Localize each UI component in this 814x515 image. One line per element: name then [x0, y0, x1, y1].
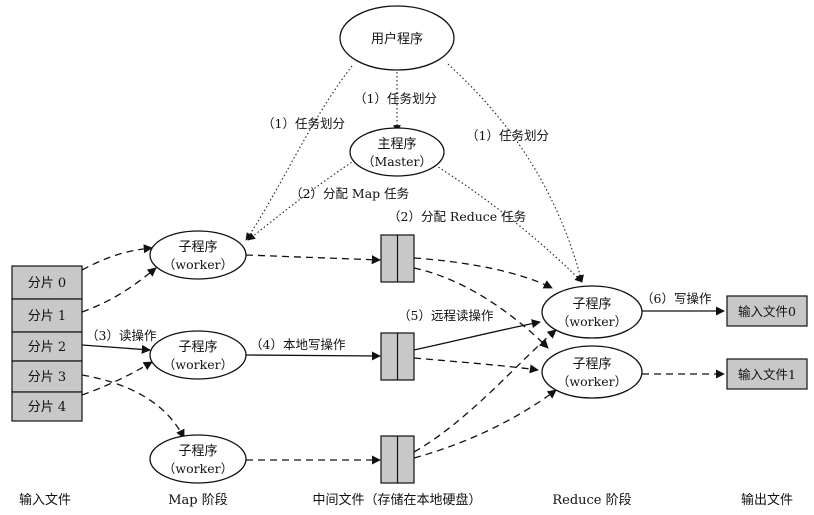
edge-file2-reduce1: [413, 319, 541, 351]
map-worker-2: 子程序 （worker）: [149, 330, 247, 380]
intermediate-file-1: [380, 234, 415, 283]
edge-split3-worker3: [81, 374, 185, 439]
edge-file3-reduce1: [413, 329, 557, 453]
stage-intermediate: 中间文件（存储在本地硬盘）: [312, 492, 481, 508]
master-label-2: （Master）: [362, 154, 432, 169]
worker-label-1: 子程序: [572, 357, 611, 372]
edge-file1-reduce1: [413, 257, 553, 289]
worker-label-1: 子程序: [178, 444, 217, 459]
dotted-edges: [245, 63, 584, 283]
edge-split0-worker1: [81, 244, 153, 271]
output-files: 输入文件0 输入文件1: [726, 295, 808, 390]
reduce-worker-2: 子程序 （worker）: [541, 345, 643, 399]
edge-master-to-map-worker: [247, 159, 356, 241]
worker-label-1: 子程序: [178, 340, 217, 355]
label-write: （6）写操作: [641, 291, 712, 306]
edge-file1-reduce2: [413, 267, 549, 349]
label-read: （3）读操作: [86, 328, 157, 343]
label-assign-left: （1）任务划分: [262, 116, 345, 131]
output-0-label: 输入文件0: [738, 304, 796, 319]
edge-split3-worker2: [81, 361, 153, 396]
edge-worker2-file2: [245, 351, 381, 361]
map-worker-3: 子程序 （worker）: [149, 434, 247, 484]
master-node: 主程序 （Master）: [349, 127, 445, 177]
worker-label-1: 子程序: [178, 240, 217, 255]
edge-split2-worker2: [81, 344, 151, 354]
user-program-node: 用户程序: [339, 5, 455, 71]
dashed-edges: [81, 244, 725, 465]
label-assign-reduce: （2）分配 Reduce 任务: [388, 209, 526, 224]
intermediate-file-3: [380, 435, 415, 484]
label-assign-map: （2）分配 Map 任务: [290, 186, 409, 201]
split-0-label: 分片 0: [28, 276, 66, 291]
edge-split1-worker1: [81, 267, 157, 313]
input-splits: 分片 0 分片 1 分片 2 分片 3 分片 4: [11, 265, 83, 422]
worker-label-2: （worker）: [557, 314, 627, 329]
split-2-label: 分片 2: [28, 340, 66, 355]
edge-user-to-reduce-worker: [447, 63, 584, 283]
user-program-label: 用户程序: [371, 31, 423, 47]
output-1-label: 输入文件1: [738, 367, 796, 382]
label-assign-center: （1）任务划分: [354, 91, 437, 106]
split-3-label: 分片 3: [28, 370, 66, 385]
solid-edges: [81, 306, 725, 361]
stage-reduce: Reduce 阶段: [552, 493, 631, 508]
label-assign-right: （1）任务划分: [466, 128, 549, 143]
stage-captions: 输入文件 Map 阶段 中间文件（存储在本地硬盘） Reduce 阶段 输出文件: [19, 492, 793, 508]
edge-file2-reduce2: [413, 357, 539, 374]
edge-labels: （1）任务划分 （1）任务划分 （1）任务划分 （2）分配 Map 任务 （2）…: [86, 91, 712, 352]
worker-label-2: （worker）: [557, 374, 627, 389]
label-local-write: （4）本地写操作: [250, 337, 346, 352]
stage-map: Map 阶段: [168, 493, 228, 508]
stage-input: 输入文件: [19, 492, 71, 508]
map-worker-1: 子程序 （worker）: [149, 230, 247, 280]
split-1-label: 分片 1: [28, 309, 66, 324]
worker-label-2: （worker）: [163, 257, 233, 272]
reduce-worker-1: 子程序 （worker）: [541, 285, 643, 339]
master-label-1: 主程序: [377, 137, 416, 152]
split-4-label: 分片 4: [28, 400, 66, 415]
stage-output: 输出文件: [741, 492, 793, 508]
edge-file3-reduce2: [413, 389, 557, 459]
edge-master-to-reduce-worker: [434, 164, 583, 283]
intermediate-file-2: [380, 332, 415, 381]
worker-label-1: 子程序: [572, 297, 611, 312]
label-remote-read: （5）远程读操作: [398, 308, 494, 323]
edge-user-to-map-worker: [245, 65, 353, 241]
worker-label-2: （worker）: [163, 357, 233, 372]
edge-worker1-file1: [245, 254, 381, 265]
worker-label-2: （worker）: [163, 461, 233, 476]
